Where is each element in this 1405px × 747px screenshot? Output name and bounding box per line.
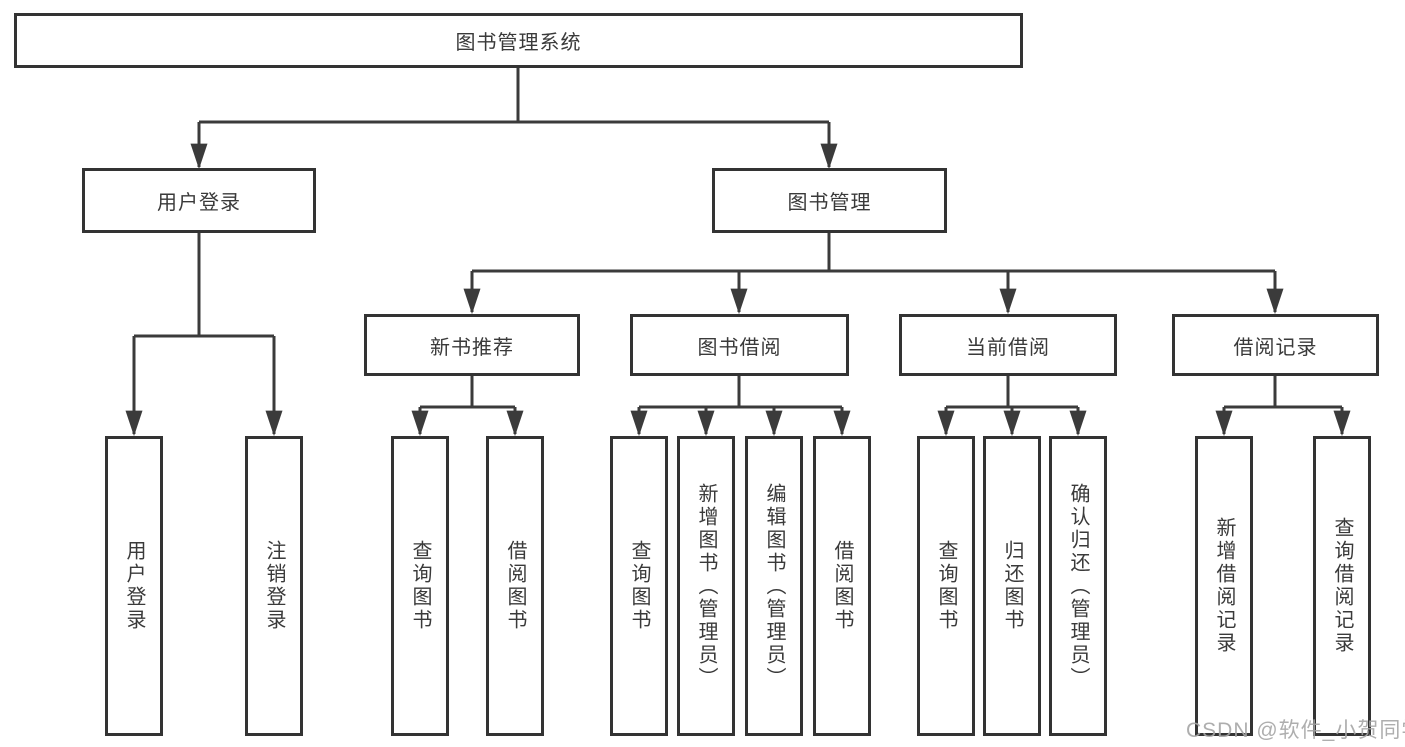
csdn-watermark: CSDN @软件_小贺同学	[1186, 719, 1405, 742]
node-book-borrow: 图书借阅	[630, 314, 849, 376]
leaf-add-books-admin: 新增图书（管理员）	[677, 436, 735, 736]
leaf-borrow-books: 借阅图书	[813, 436, 871, 736]
leaf-query-books-borrow: 查询图书	[610, 436, 668, 736]
node-borrow-records: 借阅记录	[1172, 314, 1379, 376]
node-book-management: 图书管理	[712, 168, 947, 233]
leaf-return-books: 归还图书	[983, 436, 1041, 736]
leaf-borrow-books-recommend: 借阅图书	[486, 436, 544, 736]
leaf-query-borrow-record: 查询借阅记录	[1313, 436, 1371, 736]
leaf-query-books-recommend: 查询图书	[391, 436, 449, 736]
node-library-management-system: 图书管理系统	[14, 13, 1023, 68]
node-new-book-recommend: 新书推荐	[364, 314, 580, 376]
leaf-user-login: 用户登录	[105, 436, 163, 736]
leaf-query-books-current: 查询图书	[917, 436, 975, 736]
leaf-logout: 注销登录	[245, 436, 303, 736]
leaf-confirm-return-admin: 确认归还（管理员）	[1049, 436, 1107, 736]
leaf-add-borrow-record: 新增借阅记录	[1195, 436, 1253, 736]
node-current-borrow: 当前借阅	[899, 314, 1117, 376]
leaf-edit-books-admin: 编辑图书（管理员）	[745, 436, 803, 736]
node-user-login: 用户登录	[82, 168, 316, 233]
